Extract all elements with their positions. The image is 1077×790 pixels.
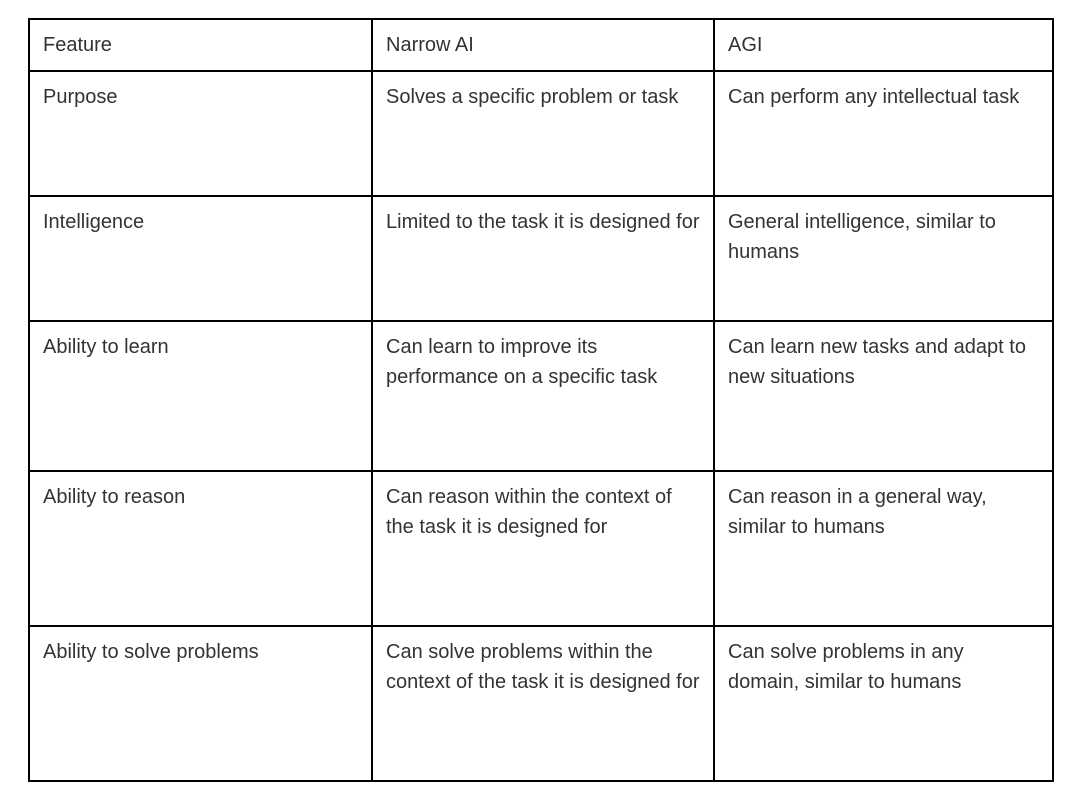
agi-cell: General intelligence, similar to humans bbox=[713, 195, 1054, 322]
narrow-ai-cell: Limited to the task it is designed for bbox=[371, 195, 715, 322]
narrow-ai-cell: Solves a specific problem or task bbox=[371, 70, 715, 197]
feature-cell: Ability to solve problems bbox=[28, 625, 373, 782]
agi-cell: Can learn new tasks and adapt to new sit… bbox=[713, 320, 1054, 472]
agi-cell: Can perform any intellectual task bbox=[713, 70, 1054, 197]
ai-comparison-table: Feature Narrow AI AGI Purpose Solves a s… bbox=[28, 18, 1054, 782]
column-header-narrow-ai: Narrow AI bbox=[371, 18, 715, 72]
narrow-ai-cell: Can solve problems within the context of… bbox=[371, 625, 715, 782]
agi-cell: Can reason in a general way, similar to … bbox=[713, 470, 1054, 627]
table-row: Intelligence Limited to the task it is d… bbox=[28, 195, 1054, 322]
feature-cell: Ability to learn bbox=[28, 320, 373, 472]
agi-cell: Can solve problems in any domain, simila… bbox=[713, 625, 1054, 782]
feature-cell: Intelligence bbox=[28, 195, 373, 322]
feature-cell: Purpose bbox=[28, 70, 373, 197]
narrow-ai-cell: Can learn to improve its performance on … bbox=[371, 320, 715, 472]
table-header-row: Feature Narrow AI AGI bbox=[28, 18, 1054, 72]
narrow-ai-cell: Can reason within the context of the tas… bbox=[371, 470, 715, 627]
feature-cell: Ability to reason bbox=[28, 470, 373, 627]
table-row: Purpose Solves a specific problem or tas… bbox=[28, 70, 1054, 197]
table-row: Ability to learn Can learn to improve it… bbox=[28, 320, 1054, 472]
column-header-agi: AGI bbox=[713, 18, 1054, 72]
table-row: Ability to reason Can reason within the … bbox=[28, 470, 1054, 627]
table-row: Ability to solve problems Can solve prob… bbox=[28, 625, 1054, 782]
column-header-feature: Feature bbox=[28, 18, 373, 72]
